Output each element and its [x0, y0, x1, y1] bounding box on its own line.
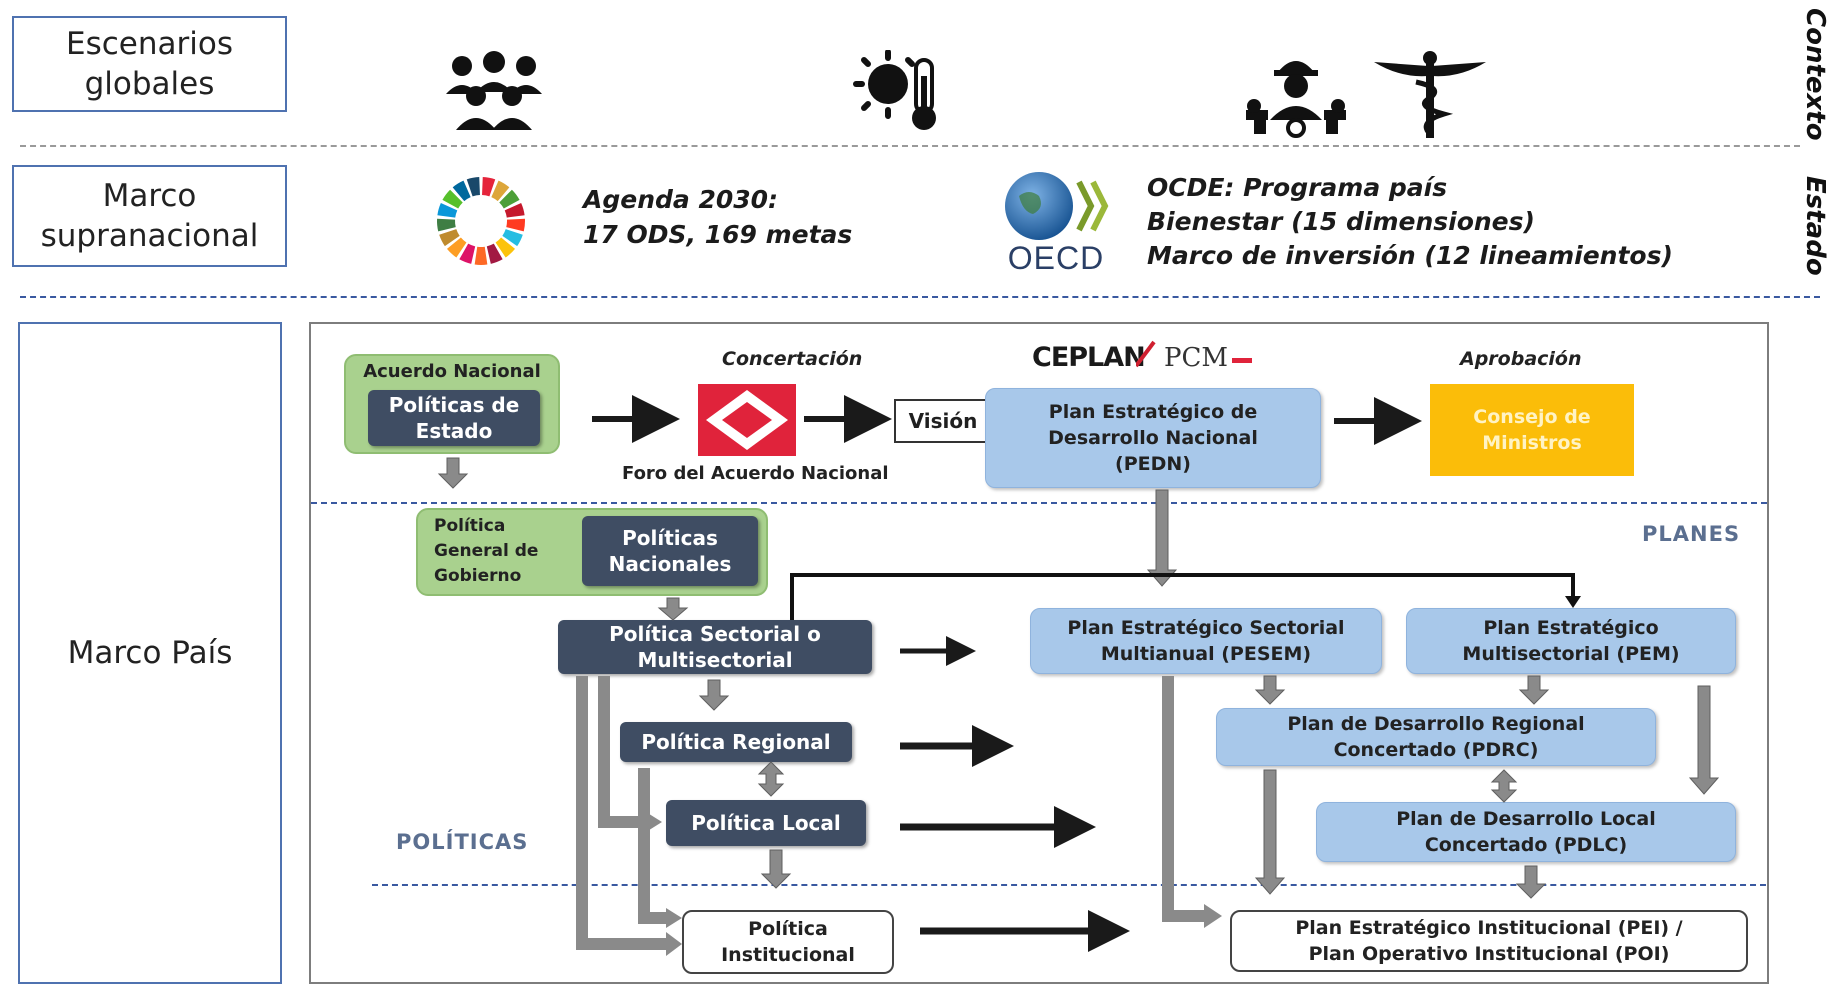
- marco-supranacional-box: Marco supranacional: [12, 165, 287, 267]
- politica-local-box: Política Local: [666, 800, 866, 846]
- sdg-segment: [482, 177, 496, 197]
- politicas-nacionales-box: Políticas Nacionales: [582, 516, 758, 586]
- oecd-logo-text: OECD: [1007, 240, 1105, 276]
- concertacion-label: Concertación: [722, 348, 863, 370]
- sdg-segment: [459, 243, 476, 264]
- politicas-de-estado-box: Políticas de Estado: [368, 390, 540, 446]
- arrow-pem-to-pdrc: [1518, 675, 1550, 705]
- arrow-local-to-institucional: [760, 849, 792, 889]
- agenda-2030-detail: 17 ODS, 169 metas: [583, 220, 853, 249]
- arrow-pedn-to-pesem: [1146, 489, 1178, 587]
- sdg-segment: [499, 189, 520, 209]
- pdlc-box: Plan de Desarrollo Local Concertado (PDL…: [1316, 802, 1736, 862]
- elbow-sectorial-institucional-outer: [576, 676, 668, 950]
- sdg-segment: [437, 202, 458, 218]
- ocde-bienestar-text: Bienestar (15 dimensiones): [1147, 207, 1535, 236]
- panel-divider-top: [311, 502, 1767, 504]
- people-group-icon: [438, 50, 550, 132]
- pem-box: Plan Estratégico Multisectorial (PEM): [1406, 608, 1736, 674]
- elbow-regional-institucional: [638, 768, 668, 924]
- connector-head-pem: [1565, 596, 1581, 608]
- arrow-sectorial-to-regional: [698, 679, 730, 711]
- panel-divider-bottom: [372, 884, 1766, 886]
- politica-regional-box: Política Regional: [620, 722, 852, 762]
- row-separator-1: [20, 145, 1800, 147]
- sdg-segment: [452, 180, 471, 202]
- sun-thermometer-icon: [850, 49, 950, 134]
- oecd-globe-icon: [995, 170, 1115, 278]
- vision-box: Visión: [894, 399, 992, 443]
- caduceus-icon: [1370, 48, 1490, 140]
- foro-acuerdo-label: Foro del Acuerdo Nacional: [622, 463, 889, 484]
- pesem-box: Plan Estratégico Sectorial Multianual (P…: [1030, 608, 1382, 674]
- elbow-sectorial-local: [598, 676, 648, 828]
- pei-poi-box: Plan Estratégico Institucional (PEI) / P…: [1230, 910, 1748, 972]
- agenda-2030-title: Agenda 2030:: [583, 185, 779, 214]
- ceplan-check-icon: [1134, 340, 1156, 368]
- sdg-segment: [446, 237, 467, 258]
- ceplan-logo: CEPLAN: [1032, 342, 1146, 373]
- arrow-pdrc-to-pei: [1254, 769, 1286, 895]
- worker-gear-icon: [1240, 48, 1352, 138]
- arrow-general-to-sectorial: [657, 597, 689, 621]
- sdg-segment: [502, 229, 523, 247]
- sdg-segment: [491, 180, 510, 202]
- sdg-segment: [504, 202, 525, 218]
- row-separator-2: [20, 296, 1820, 298]
- sdg-segment: [506, 218, 526, 232]
- elbow-head-pesem-pei: [1204, 904, 1222, 928]
- acuerdo-nacional-title: Acuerdo Nacional: [363, 361, 541, 382]
- escenarios-globales-box: Escenarios globales: [12, 16, 287, 112]
- politicas-section-label: POLÍTICAS: [396, 830, 529, 854]
- connector-sectorial-to-pem: [790, 573, 1575, 620]
- arrow-pdrc-pdlc: [1490, 769, 1518, 803]
- politica-sectorial-box: Política Sectorial o Multisectorial: [558, 620, 872, 674]
- sdg-wheel-icon: [425, 173, 537, 269]
- sdg-segment: [474, 246, 488, 266]
- foro-acuerdo-logo: [698, 384, 796, 456]
- ocde-marco-text: Marco de inversión (12 lineamientos): [1147, 241, 1673, 270]
- marco-pais-box: Marco País: [18, 322, 282, 984]
- elbow-head-3: [666, 908, 682, 928]
- arrow-estado-to-general: [437, 457, 469, 489]
- aprobacion-label: Aprobación: [1460, 348, 1582, 370]
- sdg-segment: [442, 189, 463, 209]
- politica-general-label: Política General de Gobierno: [434, 516, 539, 586]
- elbow-head-1: [666, 932, 682, 956]
- sdg-segment: [495, 237, 516, 258]
- consejo-de-ministros-box: Consejo de Ministros: [1430, 384, 1634, 476]
- sdg-segment: [466, 177, 480, 197]
- arrow-pdlc-to-pei: [1515, 865, 1547, 899]
- sdg-segment: [486, 243, 503, 264]
- elbow-pesem-pei: [1162, 676, 1206, 922]
- sdg-segment: [439, 229, 460, 247]
- pdrc-box: Plan de Desarrollo Regional Concertado (…: [1216, 708, 1656, 766]
- sdg-segment: [436, 218, 456, 232]
- pcm-flag-icon: [1232, 358, 1252, 363]
- politica-institucional-box: Política Institucional: [682, 910, 894, 974]
- planes-section-label: PLANES: [1642, 522, 1741, 546]
- arrow-pesem-to-pdrc: [1254, 675, 1286, 705]
- pedn-box: Plan Estratégico de Desarrollo Nacional …: [985, 388, 1321, 488]
- pcm-logo: PCM: [1164, 343, 1229, 373]
- arrow-regional-local: [757, 761, 785, 797]
- elbow-head-2: [646, 812, 662, 832]
- arrow-pem-to-pdlc: [1688, 685, 1720, 795]
- ocde-programa-text: OCDE: Programa país: [1147, 173, 1448, 202]
